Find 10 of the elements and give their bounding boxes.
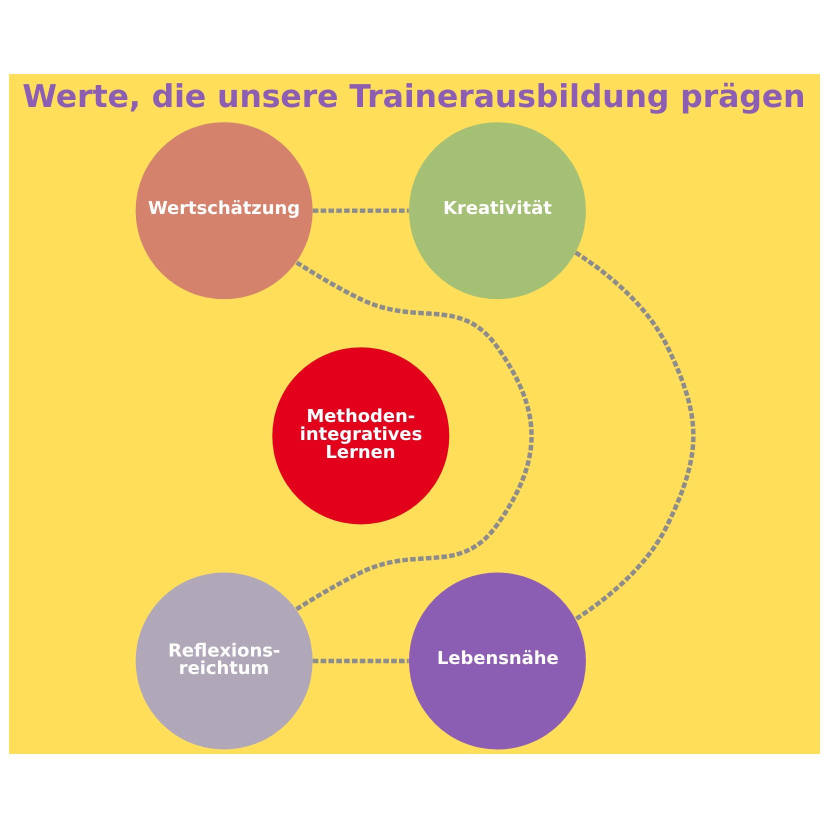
node-circle: Kreativität — [408, 122, 586, 300]
diagram-title: Werte, die unsere Trainerausbildung prägen — [22, 78, 805, 115]
node-circle: Lebensnähe — [408, 572, 586, 750]
connector — [294, 260, 534, 612]
node-circle: Reflexions- reichtum — [135, 572, 312, 750]
node-circle: Wertschätzung — [135, 122, 312, 300]
node-circle: Methoden- integratives Lernen — [272, 347, 449, 524]
connector — [312, 658, 408, 664]
connector — [574, 250, 695, 622]
connector — [312, 208, 408, 213]
